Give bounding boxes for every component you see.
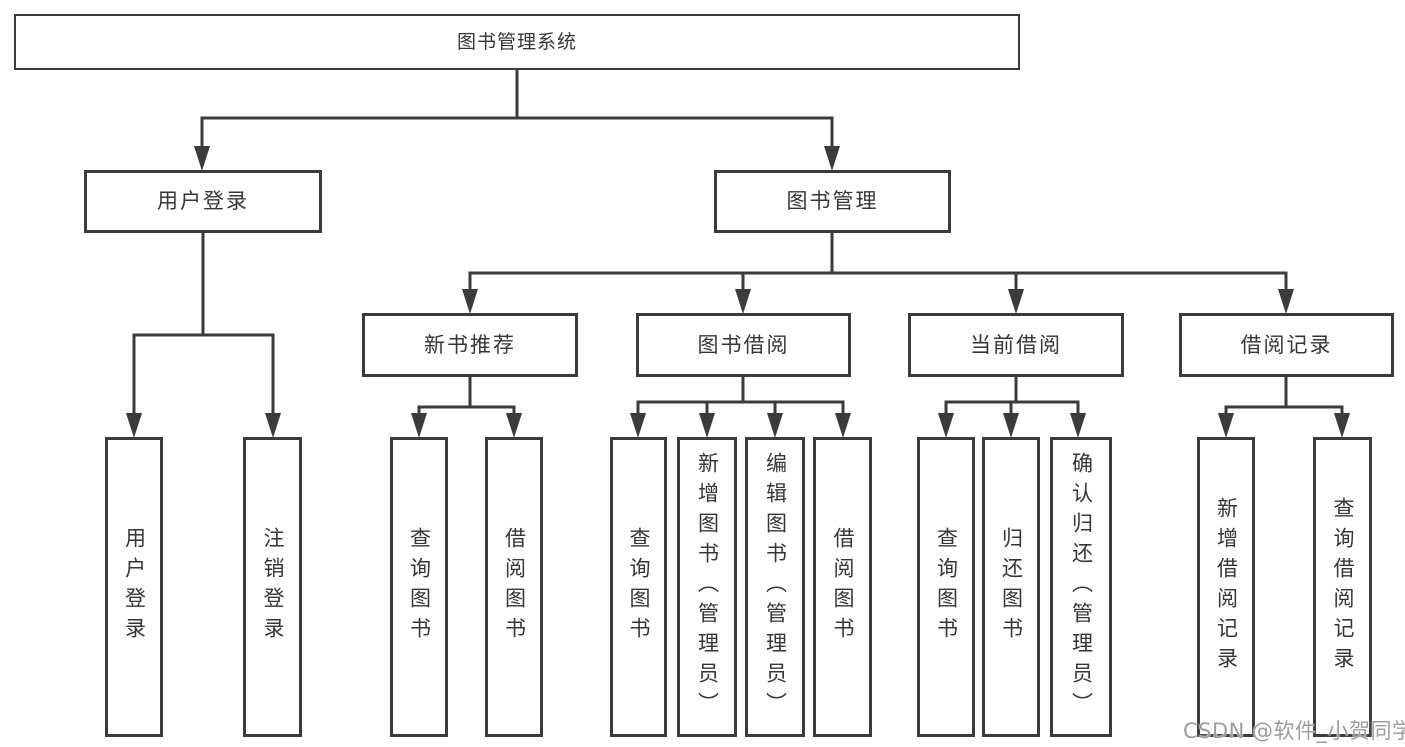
leaf-logout: 注销登录 (243, 437, 302, 737)
leaf-return-book-label: 归还图书 (999, 527, 1024, 647)
leaf-borrow-books-borrowing-label: 借阅图书 (831, 527, 855, 647)
node-borrowing-records-label: 借阅记录 (1240, 332, 1333, 357)
node-new-book-recommend: 新书推荐 (362, 313, 578, 377)
node-book-management-label: 图书管理 (786, 189, 879, 213)
leaf-add-book-admin-label: 新增图书（管理员） (695, 452, 720, 722)
leaf-borrow-books-borrowing: 借阅图书 (813, 437, 872, 737)
leaf-add-borrow-record-label: 新增借阅记录 (1214, 497, 1239, 677)
leaf-user-login: 用户登录 (105, 437, 163, 737)
leaf-edit-book-admin: 编辑图书（管理员） (745, 437, 805, 737)
leaf-query-books-current-label: 查询图书 (934, 527, 959, 647)
leaf-add-book-admin: 新增图书（管理员） (677, 437, 737, 737)
leaf-return-book: 归还图书 (982, 437, 1040, 737)
connector-path (132, 70, 1344, 409)
leaf-confirm-return-admin: 确认归还（管理员） (1050, 437, 1112, 737)
leaf-query-books-current: 查询图书 (917, 437, 975, 737)
leaf-query-books-borrowing: 查询图书 (610, 437, 667, 737)
node-user-login: 用户登录 (84, 170, 322, 233)
leaf-query-books-recommend-label: 查询图书 (407, 527, 432, 647)
leaf-logout-label: 注销登录 (261, 527, 285, 647)
arrowheads (126, 118, 1350, 438)
csdn-watermark: CSDN @软件_小贺同学 (1183, 719, 1405, 743)
leaf-edit-book-admin-label: 编辑图书（管理员） (763, 452, 788, 722)
leaf-borrow-books-recommend-label: 借阅图书 (502, 527, 527, 647)
node-user-login-label: 用户登录 (157, 189, 249, 213)
node-book-borrowing-label: 图书借阅 (697, 332, 790, 357)
node-book-borrowing: 图书借阅 (636, 313, 851, 377)
leaf-borrow-books-recommend: 借阅图书 (485, 437, 543, 737)
node-root: 图书管理系统 (14, 14, 1020, 70)
leaf-user-login-label: 用户登录 (122, 527, 147, 647)
node-new-book-recommend-label: 新书推荐 (424, 332, 516, 357)
leaf-query-borrow-record: 查询借阅记录 (1313, 437, 1372, 737)
leaf-add-borrow-record: 新增借阅记录 (1197, 437, 1255, 737)
node-root-label: 图书管理系统 (456, 30, 577, 53)
node-current-borrowing: 当前借阅 (908, 313, 1124, 377)
node-book-management: 图书管理 (714, 170, 951, 233)
leaf-query-books-recommend: 查询图书 (390, 437, 448, 737)
leaf-query-borrow-record-label: 查询借阅记录 (1331, 497, 1355, 677)
node-current-borrowing-label: 当前借阅 (970, 332, 1062, 357)
leaf-query-books-borrowing-label: 查询图书 (627, 527, 651, 647)
node-borrowing-records: 借阅记录 (1179, 313, 1394, 377)
leaf-confirm-return-admin-label: 确认归还（管理员） (1069, 452, 1094, 722)
